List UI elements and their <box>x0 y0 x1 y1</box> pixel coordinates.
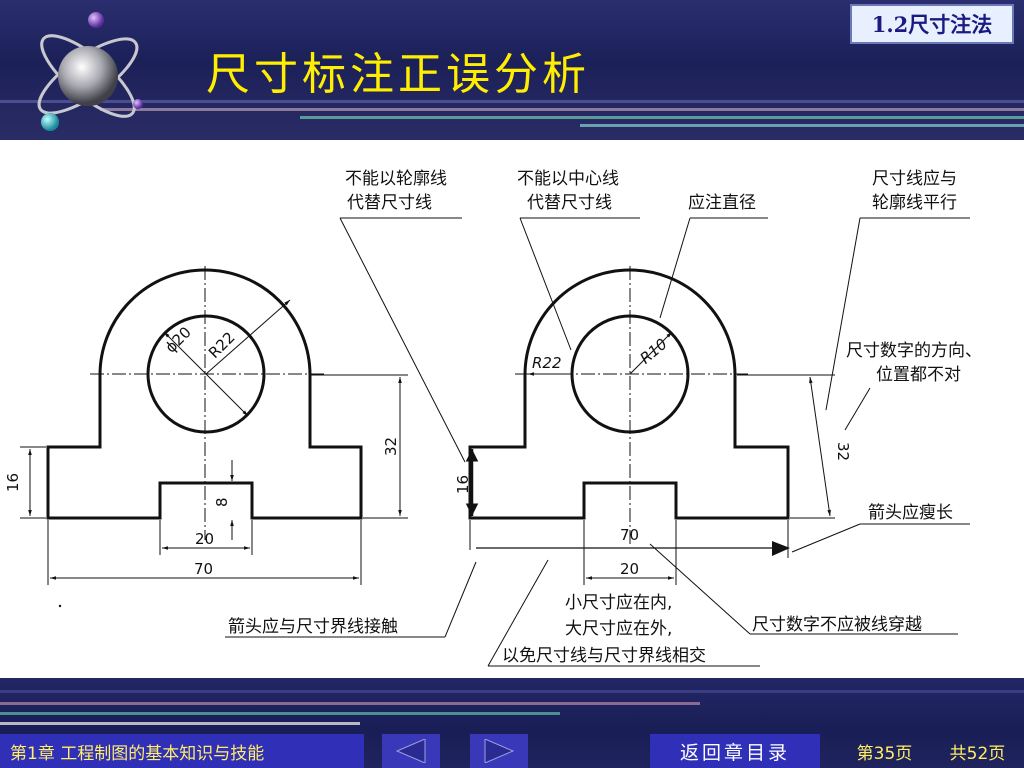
callout-parallel-line2: 轮廓线平行 <box>872 193 957 213</box>
callout-number-crossed: 尺寸数字不应被线穿越 <box>752 615 922 635</box>
right-h16-label: 16 <box>454 475 472 494</box>
callouts: 不能以轮廓线 代替尺寸线 不能以中心线 代替尺寸线 应注直径 尺寸线应与 轮廓线… <box>228 169 982 666</box>
callout-small-inside-line1: 小尺寸应在内, <box>565 593 672 613</box>
arrow-right-icon <box>484 739 515 763</box>
page-indicator: 第35页 共52页 <box>838 734 1024 768</box>
callout-arrow-thin: 箭头应瘦长 <box>868 503 953 523</box>
arrow-left-icon <box>395 739 426 763</box>
slide-title: 尺寸标注正误分析 <box>206 49 590 100</box>
right-part <box>465 266 835 585</box>
right-r22-label: R22 <box>532 354 562 372</box>
left-radius-label: R22 <box>205 328 239 362</box>
left-w70-label: 70 <box>194 560 213 578</box>
current-page: 第35页 <box>856 743 913 764</box>
left-part <box>20 266 408 585</box>
left-w20-label: 20 <box>195 530 214 548</box>
left-dim-labels: ϕ20 R22 16 32 8 20 70 <box>4 323 400 578</box>
footer-stripe <box>0 690 1024 693</box>
total-pages: 共52页 <box>949 743 1006 764</box>
left-phi-label: ϕ20 <box>162 323 195 356</box>
back-to-chapter-toc-button[interactable]: 返回章目录 <box>650 734 820 768</box>
callout-direction-line2: 位置都不对 <box>876 365 961 385</box>
right-w70-label: 70 <box>620 526 639 544</box>
prev-page-button[interactable] <box>382 734 440 768</box>
callout-parallel-line1: 尺寸线应与 <box>872 169 957 189</box>
leader-lines <box>225 217 970 667</box>
callout-small-inside-line3: 以免尺寸线与尺寸界线相交 <box>502 646 706 666</box>
right-dim-labels: R22 R10 16 32 70 20 <box>454 335 852 578</box>
stray-dot <box>58 604 62 608</box>
drawing-canvas: ϕ20 R22 16 32 8 20 70 R22 R10 16 <box>4 169 982 667</box>
header-stripe <box>0 100 1024 103</box>
slide-header: 尺寸标注正误分析 1.2尺寸注法 <box>0 0 1024 140</box>
next-page-button[interactable] <box>470 734 528 768</box>
right-h32-label: 32 <box>834 442 852 461</box>
left-h16-label: 16 <box>4 473 22 492</box>
footer-stripe <box>0 702 700 705</box>
footer-stripe <box>0 722 360 725</box>
dimension-drawing: ϕ20 R22 16 32 8 20 70 R22 R10 16 <box>0 140 1024 678</box>
header-stripe <box>580 124 1024 127</box>
slide-footer: 第1章 工程制图的基本知识与技能 返回章目录 第35页 共52页 <box>0 678 1024 768</box>
right-w20-label: 20 <box>620 560 639 578</box>
chapter-label: 第1章 工程制图的基本知识与技能 <box>0 734 364 768</box>
callout-small-inside-line2: 大尺寸应在外, <box>565 619 672 639</box>
header-stripe <box>100 108 1024 111</box>
header-stripe <box>300 116 1024 119</box>
callout-diameter: 应注直径 <box>688 193 756 213</box>
callout-centerline-line1: 不能以中心线 <box>517 169 619 189</box>
section-badge: 1.2尺寸注法 <box>850 4 1014 44</box>
callout-direction-line1: 尺寸数字的方向、 <box>846 341 982 361</box>
callout-contour-line2: 代替尺寸线 <box>347 193 432 213</box>
callout-contour-line1: 不能以轮廓线 <box>345 169 447 189</box>
callout-centerline-line2: 代替尺寸线 <box>527 193 612 213</box>
left-h32-label: 32 <box>382 437 400 456</box>
callout-arrow-touch: 箭头应与尺寸界线接触 <box>228 617 398 637</box>
left-h8-label: 8 <box>213 497 231 507</box>
atom-logo-icon <box>37 12 143 131</box>
footer-stripe <box>0 712 560 715</box>
